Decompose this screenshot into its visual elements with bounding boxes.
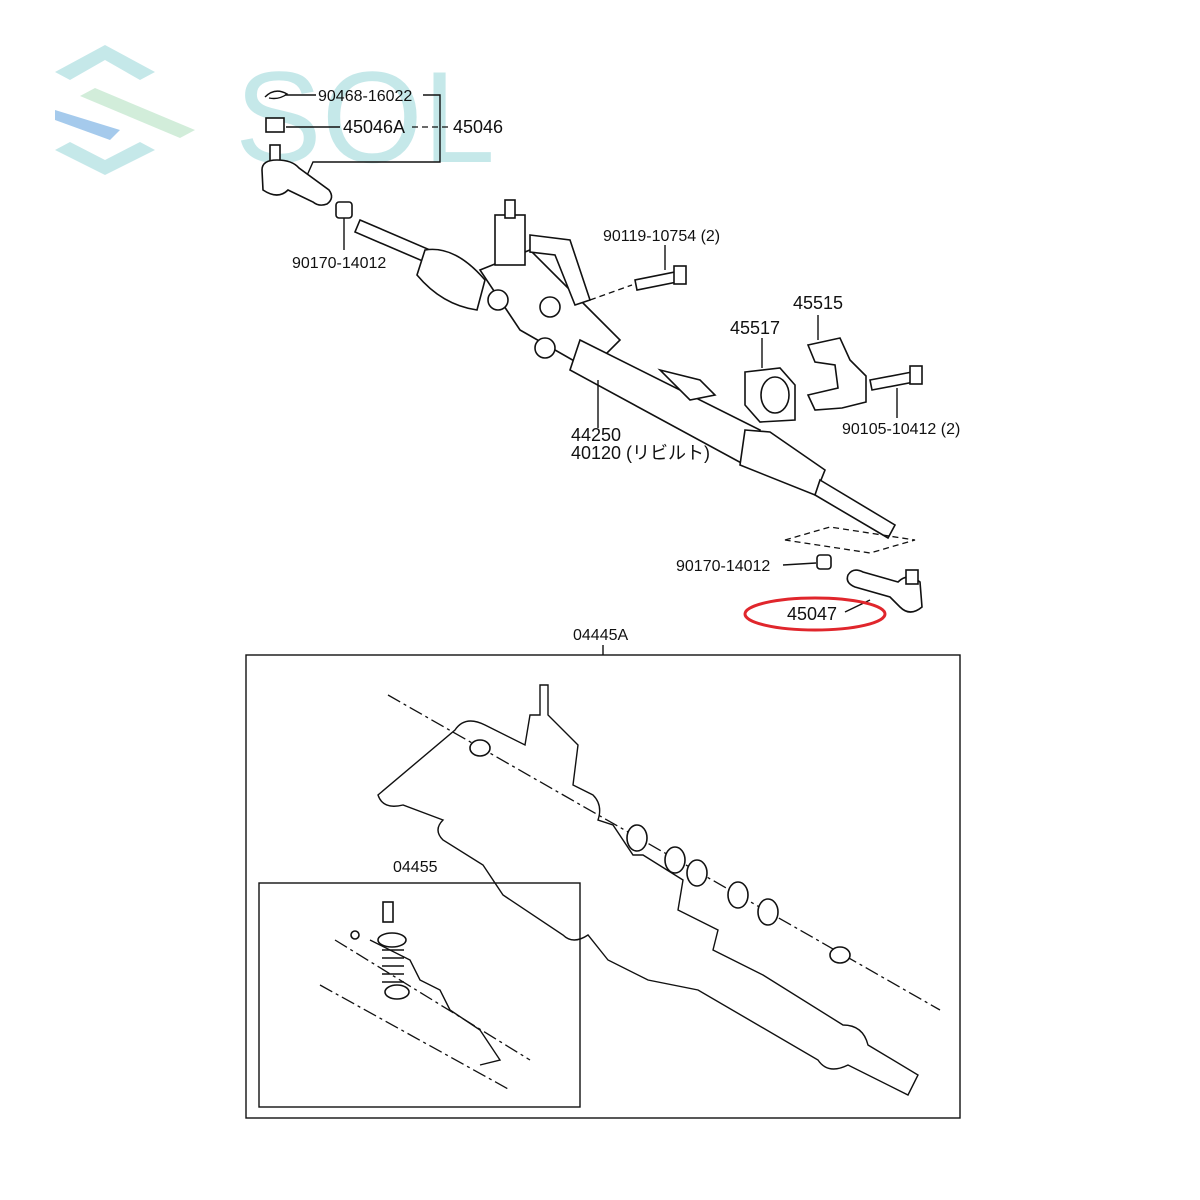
grommet-part bbox=[744, 367, 796, 423]
tie-rod-end-lh-part bbox=[261, 144, 333, 206]
bolt-upper-part bbox=[634, 265, 687, 291]
bracket-part bbox=[806, 337, 867, 411]
label-bracket: 45515 bbox=[793, 293, 843, 313]
label-bolt-upper: 90119-10754 (2) bbox=[603, 228, 720, 245]
sub-kit-box bbox=[258, 882, 581, 1108]
steering-rack-part bbox=[353, 199, 897, 540]
tie-rod-end-rh-part bbox=[846, 569, 923, 613]
label-grommet: 45517 bbox=[730, 318, 780, 338]
label-sub-kit: 04455 bbox=[393, 859, 438, 876]
lock-nut-lower-part bbox=[816, 554, 832, 570]
rack-outline-kit bbox=[377, 684, 941, 1096]
bolt-lower-part bbox=[869, 365, 923, 391]
valve-spring-assembly bbox=[319, 901, 531, 1091]
label-gasket-kit: 04445A bbox=[573, 627, 628, 644]
label-cotter-pin: 90468-16022 bbox=[318, 88, 412, 105]
label-lock-nut-lower: 90170-14012 bbox=[676, 558, 770, 575]
label-nut: 45046A bbox=[343, 117, 405, 137]
label-lock-nut-upper: 90170-14012 bbox=[292, 255, 386, 272]
label-gear-assy: 44250 bbox=[571, 425, 621, 445]
highlight-ellipse bbox=[743, 596, 887, 632]
label-gear-rebuilt: 40120 (リビルト) bbox=[571, 443, 710, 463]
label-bolt-lower: 90105-10412 (2) bbox=[842, 421, 960, 438]
gasket-kit-box bbox=[245, 654, 961, 1119]
cotter-pin-part bbox=[264, 90, 316, 100]
lock-nut-upper-part bbox=[335, 201, 353, 219]
label-tie-rod-end-lh: 45046 bbox=[453, 117, 503, 137]
castle-nut-part bbox=[265, 117, 285, 133]
label-tie-rod-end-rh: 45047 bbox=[787, 604, 837, 624]
